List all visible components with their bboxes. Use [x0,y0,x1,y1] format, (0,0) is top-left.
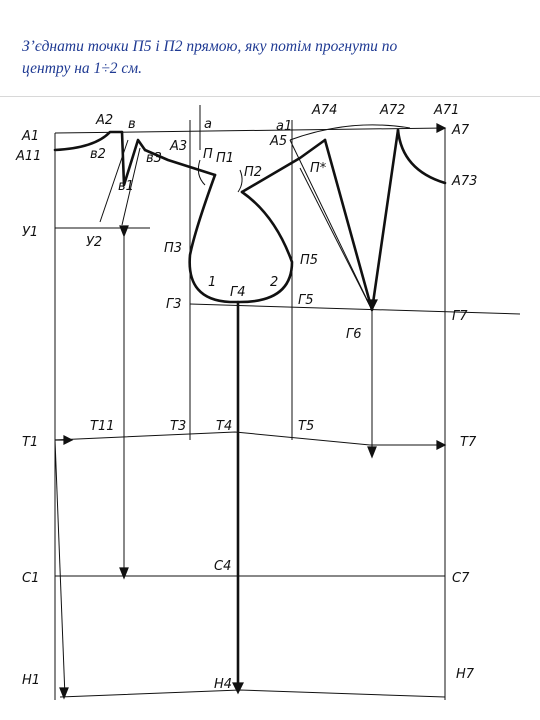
label-u1: У1 [22,225,38,240]
label-g4: Г4 [230,285,246,300]
label-g6: Г6 [346,327,362,342]
label-a74: A74 [311,103,337,118]
back-shoulder-contour [143,148,217,177]
label-g3: Г3 [166,297,182,312]
label-g7: Г7 [452,309,468,324]
guide-a74-g6 [289,139,373,311]
instruction-caption: З’єднати точки П5 і П2 прямою, яку потім… [22,36,522,80]
label-p5: П5 [300,253,318,268]
arrowhead-t7 [436,440,447,450]
label-a73: A73 [451,174,477,189]
label-v2: в2 [90,147,106,162]
label-a7: A7 [451,123,470,138]
label-c7: С7 [452,571,470,586]
front-neckline-contour [396,128,447,185]
guide-pstar-g6 [299,167,373,311]
label-a71: A71 [433,103,459,118]
side-seam-back [54,439,66,698]
arrowhead-h4 [232,682,244,695]
front-dart-contour [323,128,400,312]
label-t1: Т1 [22,435,38,450]
label-a1-small: a1 [276,119,292,134]
label-a5: A5 [269,134,287,149]
label-p1: П1 [216,151,234,166]
arrowhead-a7 [436,123,447,133]
label-a2: A2 [95,113,113,128]
arrowhead-front-vertical [367,446,377,459]
front-shoulder-contour [240,138,327,194]
arrowhead-h1 [59,687,69,700]
label-h1: Н1 [22,673,40,688]
arrowhead-t1 [63,435,74,445]
back-neckline-contour [53,130,124,152]
label-t11: Т11 [90,419,114,434]
dart-guide-right [121,147,141,226]
label-point-2: 2 [270,275,278,290]
label-v1: в1 [118,179,134,194]
armhole-arc-left [197,159,206,186]
arrowhead-y1 [119,225,129,238]
label-a11: A11 [15,149,41,164]
label-c4: С4 [214,559,231,574]
dart-arc [289,124,411,141]
label-g5: Г5 [298,293,314,308]
label-a3: A3 [169,139,187,154]
back-dart-contour [120,130,147,187]
label-a: a [204,117,212,132]
label-point-1: 1 [208,275,216,290]
label-v: в [128,117,136,132]
armhole-arc-right [237,169,243,193]
arrowhead-g6 [366,299,378,312]
label-t4: Т4 [216,419,232,434]
caption-divider [0,96,540,97]
label-t7: Т7 [460,435,477,450]
armhole-contour [188,173,294,304]
chest-line-g3-g7 [189,303,521,315]
label-c1: С1 [22,571,39,586]
label-a72: A72 [379,103,405,118]
label-v3: в3 [146,151,162,166]
arrowhead-c-vertical [119,567,129,580]
waist-line-t1-t7 [54,431,445,446]
label-u2: У2 [86,235,102,250]
label-a1: A1 [21,129,39,144]
hem-line-h1-h7 [59,689,446,698]
label-t3: Т3 [170,419,186,434]
caption-line-2: центру на 1÷2 см. [22,60,143,77]
label-p: П [203,147,213,162]
label-pstar: П* [310,161,327,176]
label-h4: Н4 [214,677,232,692]
label-p2: П2 [244,165,262,180]
label-p3: П3 [164,241,182,256]
label-h7: Н7 [456,667,475,682]
caption-line-1: З’єднати точки П5 і П2 прямою, яку потім… [22,38,398,55]
label-t5: Т5 [298,419,314,434]
